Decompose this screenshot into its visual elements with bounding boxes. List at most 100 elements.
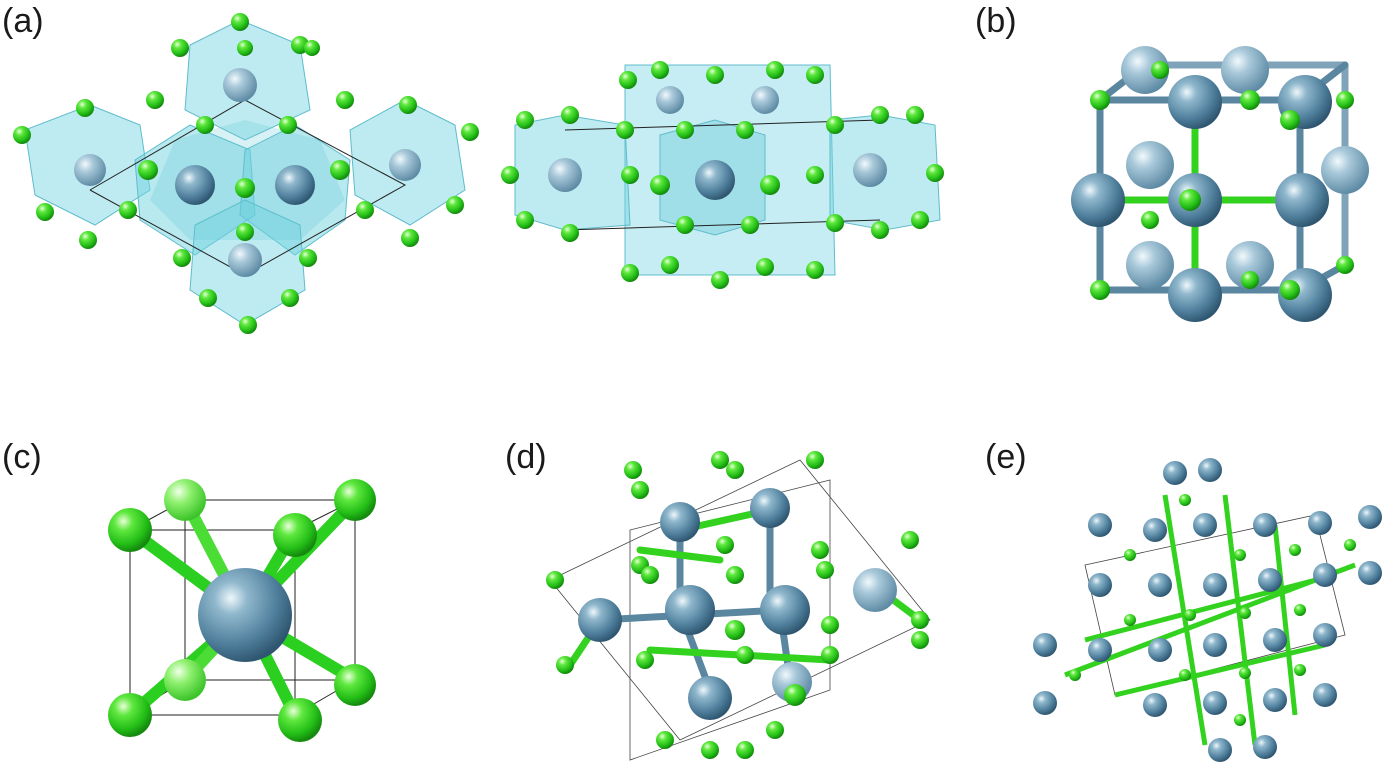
panel-e-structure — [1033, 458, 1382, 762]
halide-atom — [784, 684, 806, 706]
metal-atom — [853, 153, 887, 187]
halide-atom — [561, 106, 579, 124]
halide-atom — [556, 656, 574, 674]
metal-atom — [1168, 75, 1222, 129]
halide-atom — [736, 121, 754, 139]
panel-b-structure — [1071, 46, 1369, 322]
halide-atom — [701, 741, 719, 759]
halide-atom — [656, 731, 674, 749]
metal-atom — [74, 154, 106, 186]
halide-atom — [911, 611, 929, 629]
halide-atom — [716, 536, 734, 554]
panel-a-left-structure — [13, 13, 479, 334]
halide-atom — [766, 721, 784, 739]
halide-atom — [1124, 614, 1136, 626]
halide-atom — [806, 451, 824, 469]
halide-atom — [871, 106, 889, 124]
halide-atom — [561, 224, 579, 242]
halide-atom — [624, 461, 642, 479]
halide-atom — [1069, 669, 1081, 681]
bonds — [1064, 494, 1356, 746]
halide-atom — [273, 513, 317, 557]
metal-atom — [1203, 691, 1227, 715]
halide-atom — [711, 271, 729, 289]
halide-atom — [706, 66, 724, 84]
halide-atom — [1090, 280, 1110, 300]
metal-atom — [223, 68, 257, 102]
metal-atom — [695, 160, 735, 200]
halide-atom — [650, 175, 670, 195]
halide-atom — [1234, 714, 1246, 726]
halide-atom — [237, 40, 253, 56]
metal-atom — [1203, 573, 1227, 597]
metal-atom — [1208, 738, 1232, 762]
halide-atom — [616, 121, 634, 139]
halide-atom — [741, 216, 759, 234]
halide-atom — [1294, 664, 1306, 676]
halide-atom — [736, 741, 754, 759]
octahedra-group — [24, 19, 466, 326]
panel-label-b: (b) — [975, 2, 1017, 40]
halide-atom — [76, 99, 94, 117]
halide-atom — [1179, 189, 1201, 211]
halide-atom — [1336, 256, 1354, 274]
metal-atom — [751, 86, 779, 114]
halide-atom — [676, 121, 694, 139]
halide-atom — [631, 481, 649, 499]
halide-atom — [281, 289, 299, 307]
panel-label-a: (a) — [2, 2, 44, 40]
halide-atom — [1294, 604, 1306, 616]
metal-atom — [1313, 683, 1337, 707]
metal-atom — [1071, 173, 1125, 227]
halide-atom — [726, 566, 744, 584]
halide-atom — [278, 698, 322, 742]
halide-atom — [661, 256, 679, 274]
halide-atoms — [1069, 494, 1356, 726]
halide-atom — [725, 620, 745, 640]
panel-a-right-structure — [501, 61, 944, 289]
metal-atom — [853, 568, 897, 612]
halide-atom — [108, 693, 152, 737]
halide-atom — [906, 106, 924, 124]
metal-atoms — [578, 488, 897, 720]
metal-atom — [1308, 511, 1332, 535]
halide-atoms-back — [164, 479, 206, 701]
halide-atom — [1280, 110, 1300, 130]
halide-atom — [1124, 549, 1136, 561]
halide-atom — [811, 541, 829, 559]
halide-atom — [826, 214, 844, 232]
halide-atoms — [108, 479, 376, 742]
halide-atoms — [13, 13, 479, 334]
metal-atom — [1088, 573, 1112, 597]
metal-atom — [760, 585, 810, 635]
halide-atom — [1184, 609, 1196, 621]
halide-atom — [108, 508, 152, 552]
halide-atom — [1090, 90, 1110, 110]
halide-atom — [926, 164, 944, 182]
halide-atom — [1280, 280, 1300, 300]
halide-atom — [826, 116, 844, 134]
halide-atom — [138, 160, 158, 180]
metal-atom — [389, 149, 421, 181]
metal-atom — [1168, 268, 1222, 322]
metal-atom — [1258, 568, 1282, 592]
halide-atom — [1241, 271, 1259, 289]
panel-c-structure — [108, 479, 376, 742]
metal-atom — [665, 585, 715, 635]
metal-atom — [1088, 513, 1112, 537]
halide-atom — [164, 479, 206, 521]
halide-atom — [1234, 549, 1246, 561]
halide-atoms — [501, 61, 944, 289]
metal-atom — [1143, 693, 1167, 717]
halide-atom — [806, 66, 824, 84]
halide-atom — [1240, 90, 1260, 110]
metal-atom — [660, 502, 700, 542]
panel-label-e: (e) — [985, 438, 1027, 476]
cell-edges — [89, 99, 407, 276]
halide-atom — [901, 531, 919, 549]
metal-atom — [1253, 735, 1277, 759]
halide-atom — [231, 13, 249, 31]
halide-atom — [356, 201, 374, 219]
halide-atom — [399, 96, 417, 114]
halide-atom — [171, 39, 189, 57]
